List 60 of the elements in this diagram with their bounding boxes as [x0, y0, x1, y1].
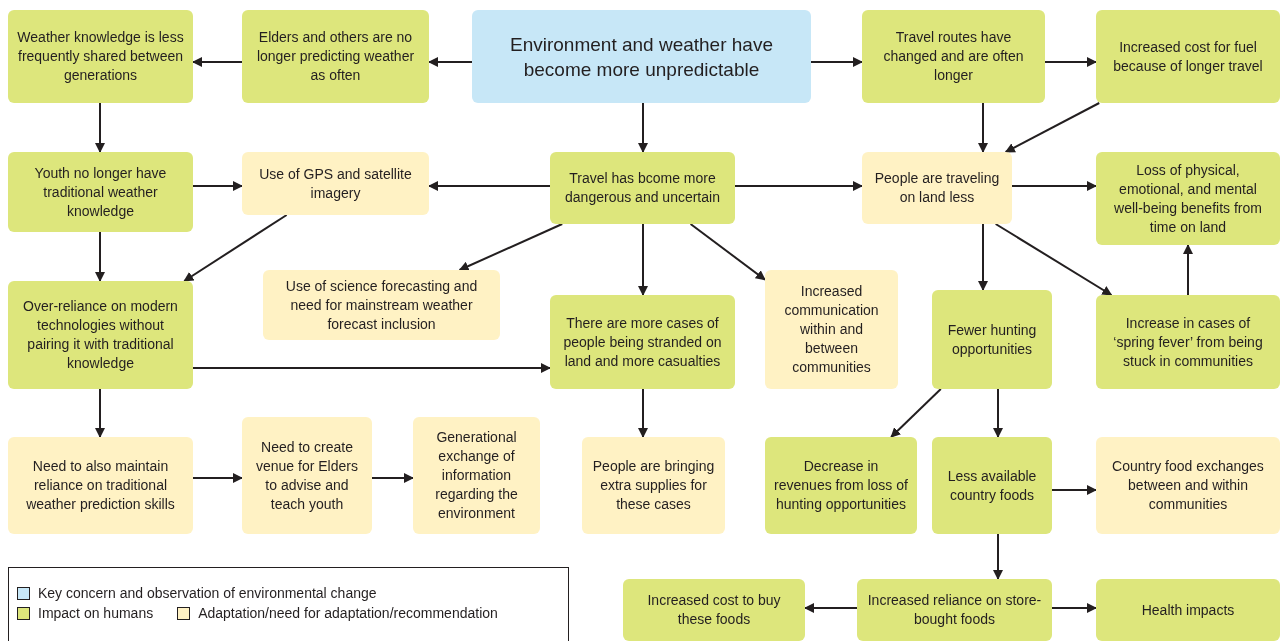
arrow [638, 388, 648, 438]
arrow [978, 223, 988, 291]
legend-text: Impact on humans [38, 604, 154, 623]
arrow [428, 57, 473, 67]
arrow [192, 181, 243, 191]
legend-text: Key concern and observation of environmental change [38, 584, 377, 603]
impact-box: Loss of physical, emotional, and mental well-being benefits from time on land [1096, 152, 1280, 245]
arrow [689, 223, 766, 281]
adaptation-box: Need to create venue for Elders to advise and teach youth [242, 417, 372, 534]
adaptation-box: People are bringing extra supplies for these cases [582, 437, 725, 534]
arrow [1044, 57, 1097, 67]
impact-box: Fewer hunting opportunities [932, 290, 1052, 389]
arrow [994, 223, 1113, 296]
impact-box: Youth no longer have traditional weather knowledge [8, 152, 193, 232]
arrow [95, 102, 105, 153]
arrow [95, 388, 105, 438]
adaptation-box: Country food exchanges between and within communities [1096, 437, 1280, 534]
arrow [1051, 603, 1097, 613]
adaptation-box: Use of GPS and satellite imagery [242, 152, 429, 215]
arrow [804, 603, 858, 613]
impact-box: Increased cost to buy these foods [623, 579, 805, 641]
arrow [890, 388, 942, 438]
arrow [192, 473, 243, 483]
arrow [734, 181, 863, 191]
arrow [993, 388, 1003, 438]
arrow [428, 181, 551, 191]
arrow [810, 57, 863, 67]
adaptation-box: Generational exchange of information regarding the environment [413, 417, 540, 534]
impact-box: There are more cases of people being stranded on land and more casualties [550, 295, 735, 389]
adaptation-box: People are traveling on land less [862, 152, 1012, 224]
arrow [458, 223, 564, 271]
impact-box: Less available country foods [932, 437, 1052, 534]
impact-box: Increase in cases of ‘spring fever’ from being stuck in communities [1096, 295, 1280, 389]
impact-box: Increased cost for fuel because of longer travel [1096, 10, 1280, 103]
arrow [638, 102, 648, 153]
impact-box: Increased reliance on store-bought foods [857, 579, 1052, 641]
concern-box: Environment and weather have become more unpredictable [472, 10, 811, 103]
impact-box: Weather knowledge is less frequently shared between generations [8, 10, 193, 103]
impact-box: Decrease in revenues from loss of hunting opportunities [765, 437, 917, 534]
adaptation-box: Increased communication within and between communities [765, 270, 898, 389]
impact-box: Over-reliance on modern technologies without pairing it with traditional knowledge [8, 281, 193, 389]
arrow [95, 231, 105, 282]
arrow [192, 363, 551, 373]
arrow [192, 57, 243, 67]
impact-box: Health impacts [1096, 579, 1280, 641]
arrow [638, 223, 648, 296]
arrow [978, 102, 988, 153]
impact-box: Elders and others are no longer predicting weather as often [242, 10, 429, 103]
arrow [183, 214, 288, 282]
adaptation-box: Use of science forecasting and need for mainstream weather forecast inclusion [263, 270, 500, 340]
arrow [1004, 102, 1101, 153]
arrow [371, 473, 414, 483]
arrow [1011, 181, 1097, 191]
arrow [993, 533, 1003, 580]
impact-box: Travel routes have changed and are often longer [862, 10, 1045, 103]
adaptation-box: Need to also maintain reliance on traditional weather prediction skills [8, 437, 193, 534]
legend-text: Adaptation/need for adaptation/recommendation [198, 604, 498, 623]
arrow [1183, 244, 1193, 296]
arrow [1051, 485, 1097, 495]
impact-box: Travel has bcome more dangerous and uncertain [550, 152, 735, 224]
